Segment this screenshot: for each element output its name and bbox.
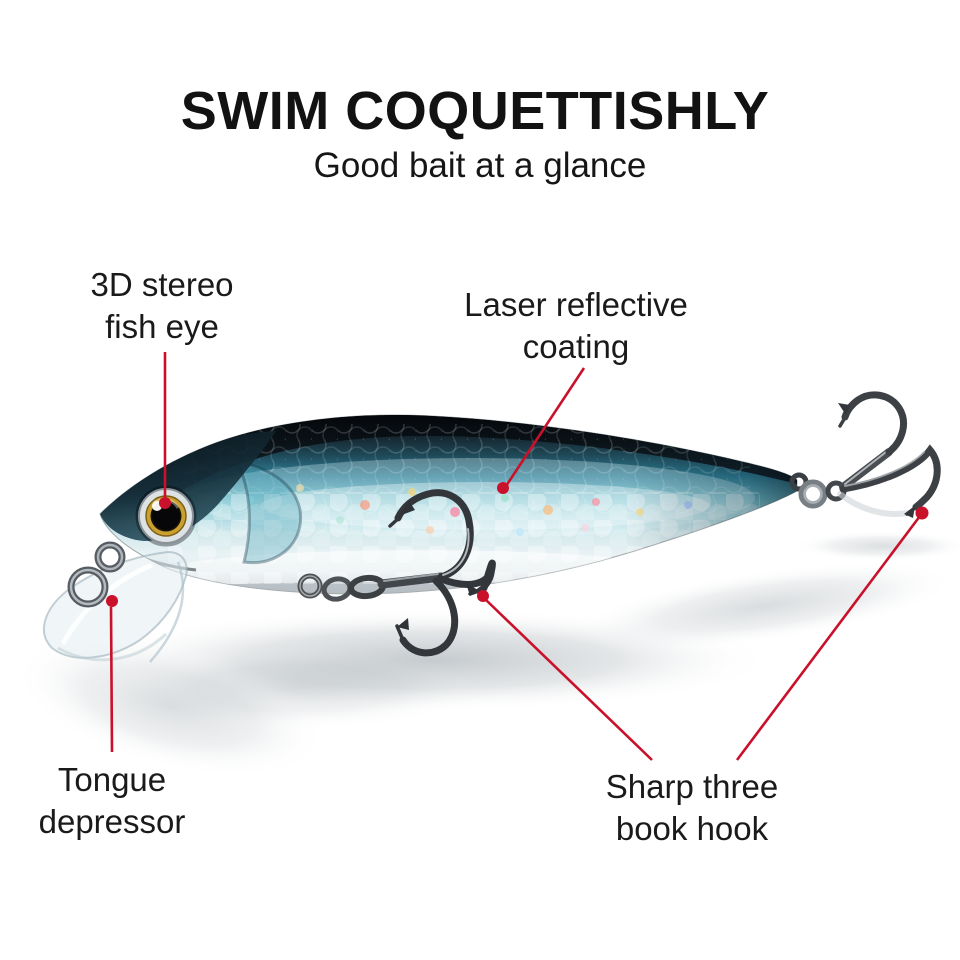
gill-flap (235, 460, 303, 565)
tongue-leader-line (109, 606, 114, 753)
coating-marker-dot (497, 482, 509, 494)
belly-treble-hook (297, 489, 496, 657)
belly-hook-marker-dot (477, 590, 489, 602)
tail-hook-marker-dot (915, 506, 929, 520)
tail-treble-hook (789, 391, 941, 518)
callout-laser-coating: Laser reflective coating (464, 284, 688, 367)
callout-tongue-depressor-line1: Tongue (57, 761, 167, 798)
ground-shadow (14, 531, 960, 778)
nose-split-ring (67, 541, 126, 608)
callout-laser-coating-line2: coating (522, 327, 630, 365)
page-subtitle: Good bait at a glance (313, 146, 647, 185)
tongue-marker-dot (106, 595, 118, 607)
fish-eye-marker-dot (159, 497, 171, 509)
belly-hook-leader-line (484, 598, 653, 761)
callout-laser-coating-line1: Laser reflective (464, 286, 688, 323)
leader-lines (109, 352, 922, 761)
callout-fish-eye-line2: fish eye (105, 307, 219, 345)
annotation-dots (106, 482, 929, 607)
callout-fish-eye: 3D stereo fish eye (90, 264, 233, 347)
fish-eye (135, 485, 197, 547)
page-title: SWIM COQUETTISHLY (180, 81, 770, 141)
callout-sharp-hook-line2: book hook (615, 809, 769, 847)
callout-fish-eye-line1: 3D stereo (90, 266, 234, 303)
callout-sharp-hook-line1: Sharp three (605, 768, 779, 805)
callout-tongue-depressor-line2: depressor (38, 802, 186, 840)
holographic-speckles (246, 484, 692, 536)
tail-hook-leader-line (735, 515, 922, 761)
coating-leader-line (504, 367, 586, 487)
callout-sharp-hook: Sharp three book hook (606, 766, 778, 849)
callout-tongue-depressor: Tongue depressor (39, 759, 186, 842)
